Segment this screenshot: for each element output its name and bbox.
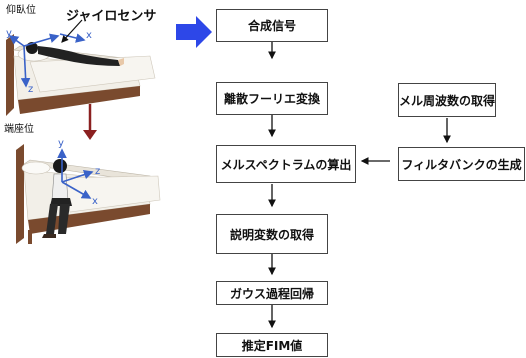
flow-step-fim-estimate: 推定FIM値 — [216, 333, 328, 357]
sitting-z-axis-label: z — [95, 166, 100, 177]
supine-x-axis-label: x — [86, 30, 92, 41]
sitting-x-axis-label: x — [92, 196, 98, 207]
supine-label: 仰臥位 — [6, 5, 36, 16]
sitting-y-axis-label: y — [58, 138, 64, 149]
sitting-label: 端座位 — [4, 124, 34, 135]
sitting-axes — [57, 148, 94, 199]
big-right-arrow — [176, 16, 212, 48]
flow-step-composite-signal: 合成信号 — [216, 9, 328, 42]
down-arrow-head — [83, 130, 97, 140]
flow-step-explanatory-vars: 説明変数の取得 — [216, 214, 328, 254]
sensor-label: ジャイロセンサ — [66, 9, 157, 24]
supine-y-axis-label: y — [6, 28, 12, 39]
flow-step-mel-spectrum: メルスペクトラムの算出 — [216, 145, 356, 183]
sitting-bed — [16, 144, 161, 244]
flow-connectors — [268, 41, 451, 329]
supine-z-axis-label: z — [28, 84, 33, 95]
sensor-pointer-arrow — [61, 19, 83, 43]
sitting-person — [42, 159, 72, 238]
side-step-filterbank: フィルタバンクの生成 — [398, 147, 525, 181]
flow-step-dft: 離散フーリエ変換 — [216, 82, 328, 115]
side-step-mel-frequency: メル周波数の取得 — [398, 83, 496, 117]
flow-step-gpr: ガウス過程回帰 — [216, 281, 328, 305]
supine-axes — [8, 33, 86, 88]
